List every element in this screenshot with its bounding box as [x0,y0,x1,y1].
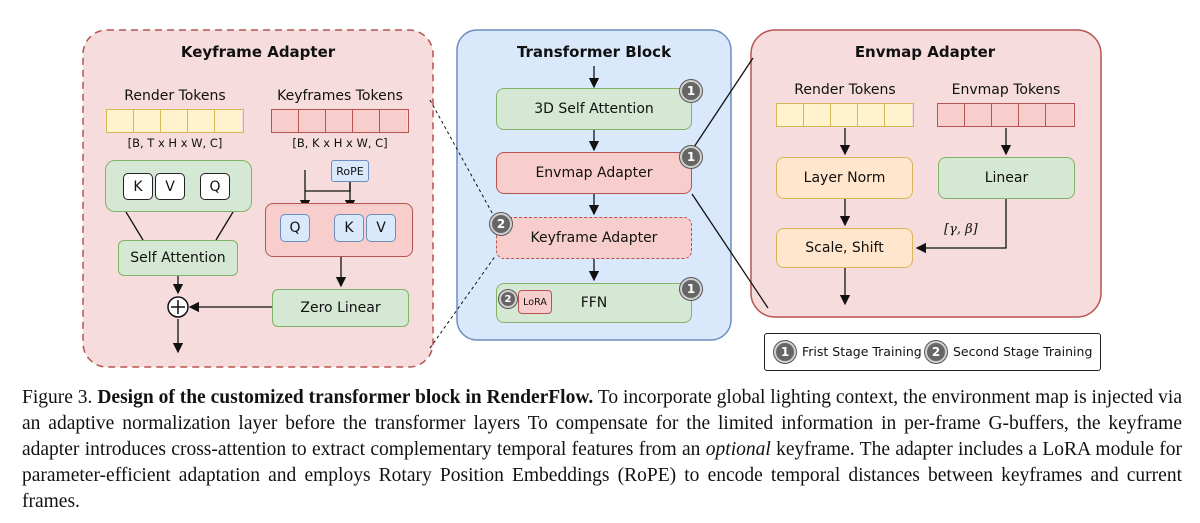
q-token-box: Q [200,173,230,200]
rope-box: RoPE [331,160,369,182]
stage-2-badge: 2 [490,213,512,235]
envmap-render-tokens-label: Render Tokens [794,82,896,98]
legend-stage-1-badge: 1 [774,341,796,363]
zero-linear-box: Zero Linear [272,289,409,327]
env-zoom-bottom [691,193,769,309]
zoom-line-bottom [429,254,497,349]
caption-text-1: To incorporate global lighting context, … [22,387,1182,460]
stage-1-badge: 1 [680,278,702,300]
linear-box: Linear [938,157,1075,199]
caption-figure-label: Figure 3. [22,387,93,408]
k-token-box: K [123,173,153,200]
keyframe-panel-title: Keyframe Adapter [180,43,336,61]
envmap-tokens-strip [937,103,1075,127]
kv-to-selfattn-right [215,211,234,241]
stage-2-badge: 2 [499,290,517,308]
self-attention-box: Self Attention [118,240,238,276]
transformer-panel-title: Transformer Block [516,43,672,61]
caption-italic: optional [705,439,771,460]
k-cross-box: K [334,214,364,242]
q-cross-box: Q [280,214,310,242]
envmap-tokens-label: Envmap Tokens [951,82,1061,98]
stage-1-badge: 1 [680,80,702,102]
caption-title: Design of the customized transformer blo… [97,387,594,408]
env-linear-to-scaleshift [915,198,1007,254]
render-tokens-shape: [B, T x H x W, C] [127,136,223,150]
env-zoom-top [691,57,754,151]
envmap-adapter-box: Envmap Adapter [496,152,692,194]
envmap-render-tokens-strip [776,103,914,127]
envmap-panel-title: Envmap Adapter [854,43,996,61]
keyframes-tokens-strip [271,109,409,133]
gamma-beta-label: [γ, β] [944,222,978,237]
self-attention-3d-box: 3D Self Attention [496,88,692,130]
keyframes-tokens-shape: [B, K x H x W, C] [292,136,388,150]
stage-1-badge: 1 [680,146,702,168]
kv-to-selfattn-left [125,211,144,241]
keyframe-adapter-box: Keyframe Adapter [496,217,692,259]
v-cross-box: V [366,214,396,242]
legend-second-stage: Second Stage Training [953,344,1093,359]
zoom-line-top [429,99,497,221]
figure-caption: Figure 3. Design of the customized trans… [22,385,1182,515]
lora-box: LoRA [518,290,552,314]
legend-first-stage: Frist Stage Training [802,344,922,359]
layer-norm-box: Layer Norm [776,157,913,199]
render-tokens-strip [106,109,244,133]
render-tokens-label: Render Tokens [124,88,226,104]
scale-shift-box: Scale, Shift [776,228,913,268]
v-token-box: V [155,173,185,200]
ffn-label: FFN [580,295,608,311]
keyframes-tokens-label: Keyframes Tokens [277,88,403,104]
caption-text-2: keyframe. The adapter includes a LoRA mo… [22,439,1183,512]
legend-stage-2-badge: 2 [925,341,947,363]
